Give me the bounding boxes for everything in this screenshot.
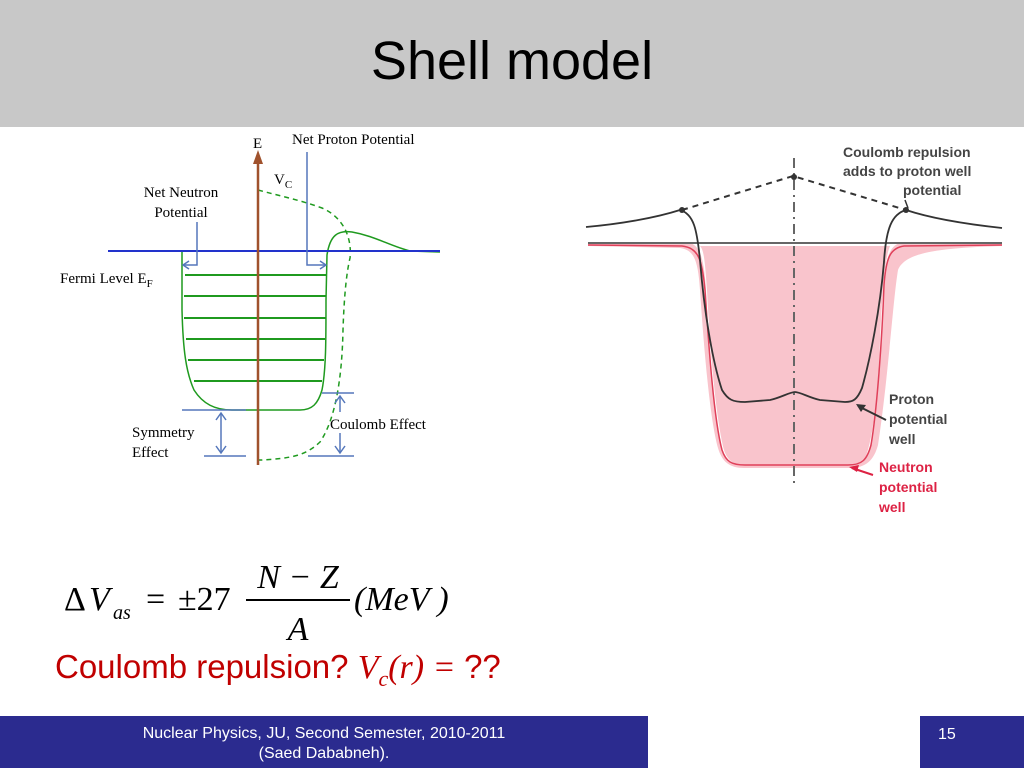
curve-dot [903,207,909,213]
formula-coefficient: ±27 [178,581,231,618]
energy-levels [184,274,327,382]
proton-note-line2: potential [889,411,947,427]
coulomb-question-v: V [357,649,379,686]
coulomb-question-text: Coulomb repulsion? [55,648,349,685]
symmetry-arrow-down-icon [215,445,227,455]
coulomb-dashed-line [681,174,907,211]
neutron-note-line1: Neutron [879,459,933,475]
formula-v: V [89,581,114,618]
proton-pointer [306,152,326,266]
neutron-note: Neutron potential well [878,459,937,515]
formula-delta: Δ [64,581,86,618]
coulomb-note-line2: adds to proton well [843,163,971,179]
neutron-pointer [184,222,198,266]
neutron-note-line3: well [878,499,905,515]
vc-label: VC [274,172,292,191]
left-diagram: E Net Proton Potential VC Net Neutron Po… [58,128,453,468]
footer-line2: (Saed Dababneh). [258,745,390,762]
neutron-well-edge [587,244,1003,466]
neutron-pointer-arrow-icon [181,260,190,270]
coulomb-arrow-up-icon [334,394,346,404]
coulomb-effect-label: Coulomb Effect [330,417,427,433]
neutron-pointer-arrow-icon [849,465,859,472]
asymmetry-formula: Δ V as = ±27 N − Z A (MeV ) [64,559,449,648]
coulomb-note-pointer [904,199,909,209]
left-diagram-background [58,128,453,468]
formula-unit: (MeV ) [354,581,449,618]
formula-numerator: N − Z [256,559,340,596]
formula-denominator: A [286,611,309,648]
coulomb-question: Coulomb repulsion? Vc(r) = ?? [55,648,501,692]
symmetry-label-line1: Symmetry [132,425,195,441]
coulomb-note: Coulomb repulsion adds to proton well po… [843,144,971,198]
footer-page-number: 15 [920,716,1024,768]
fermi-sub: F [147,278,153,290]
vc-main: V [274,172,285,188]
proton-pointer-arrow-icon [319,260,328,270]
formula-v-sub: as [113,602,131,624]
proton-well-curve-right [585,209,1003,403]
curve-dot [679,207,685,213]
curve-dot [791,174,797,180]
symmetry-label-line2: Effect [132,445,169,461]
axis-label-e: E [253,136,262,152]
proton-note-line3: well [888,431,915,447]
footer-course-info: Nuclear Physics, JU, Second Semester, 20… [0,716,648,768]
fermi-main: Fermi Level E [60,271,147,287]
net-neutron-label-line2: Potential [154,205,207,221]
coulomb-question-args: (r) = [388,649,465,686]
formula-equals: = [146,581,165,618]
net-proton-label: Net Proton Potential [292,132,415,148]
proton-note: Proton potential well [888,391,947,447]
energy-axis-arrow-icon [253,150,263,164]
coulomb-question-math: Vc(r) = [357,649,465,691]
slide-title: Shell model [370,31,654,91]
coulomb-question-rhs: ?? [464,648,501,685]
coulomb-dashed-curve [257,189,352,461]
neutron-well-inner-fill [700,246,890,465]
proton-well-curve [258,230,441,411]
coulomb-arrow-down-icon [334,445,346,455]
title-bar [0,0,1024,127]
curve-dots [679,174,909,213]
symmetry-arrow-up-icon [215,411,227,421]
left-annotation-pointers [181,152,354,457]
coulomb-note-line3: potential [903,182,961,198]
proton-note-line1: Proton [889,391,934,407]
footer-gap [648,716,920,768]
net-neutron-label-line1: Net Neutron [144,185,219,201]
coulomb-note-line1: Coulomb repulsion [843,144,971,160]
neutron-well-curve [181,252,258,411]
proton-pointer-arrow-icon [856,404,866,412]
right-diagram: Coulomb repulsion adds to proton well po… [585,144,1003,515]
footer-line1: Nuclear Physics, JU, Second Semester, 20… [142,725,506,742]
vc-sub: C [285,179,292,191]
coulomb-question-v-sub: c [378,665,389,691]
fermi-level-label: Fermi Level EF [60,271,153,290]
neutron-note-line2: potential [879,479,937,495]
